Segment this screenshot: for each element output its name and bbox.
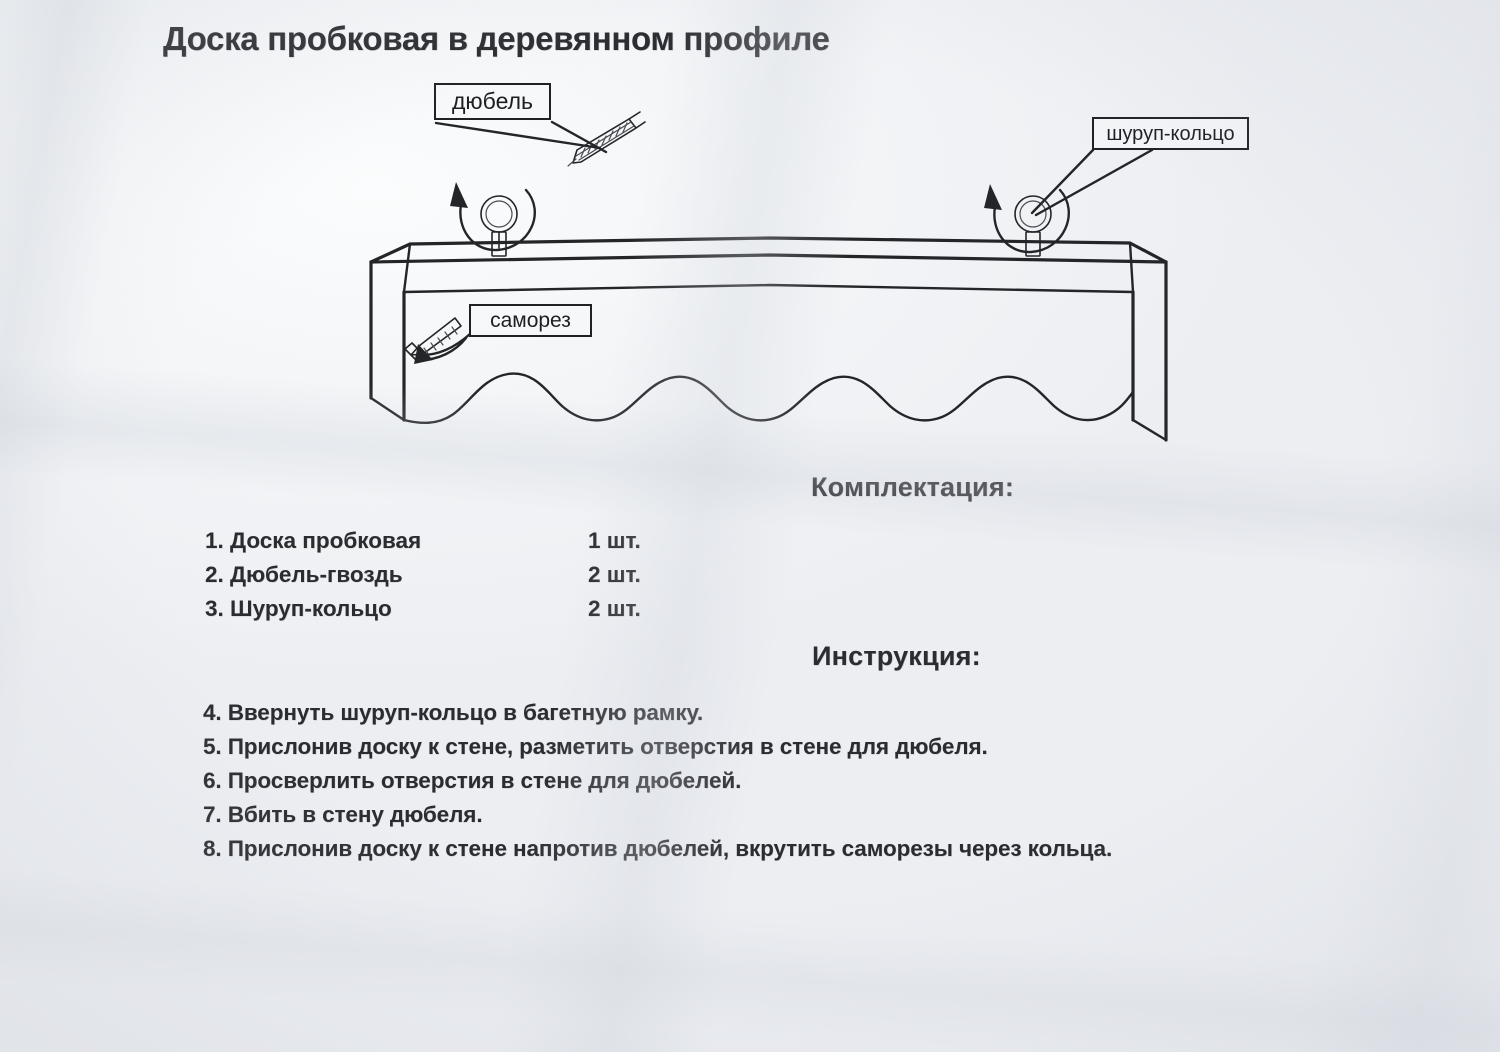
kit-list-item: 2. Дюбель-гвоздь 2 шт. [205, 562, 725, 596]
callout-label-dyubel: дюбель [434, 83, 551, 120]
eye-screw-ring-right [984, 184, 1070, 257]
instruction-step: 8. Прислонив доску к стене напротив дюбе… [203, 836, 1113, 861]
instruction-step: 4. Ввернуть шуруп-кольцо в багетную рамк… [203, 700, 704, 725]
kit-item-qty: 1 шт. [588, 528, 641, 553]
kit-item-name: 2. Дюбель-гвоздь [205, 562, 403, 587]
callout-label-shurup-koltso: шуруп-кольцо [1092, 117, 1249, 150]
instruction-step: 6. Просверлить отверстия в стене для дюб… [203, 768, 742, 793]
cork-board-in-wooden-frame [369, 236, 1168, 442]
callout-label-samorez: саморез [469, 304, 592, 337]
kit-item-name: 1. Доска пробковая [205, 528, 422, 553]
kit-item-name: 3. Шуруп-кольцо [205, 596, 392, 621]
kit-heading: Комплектация: [811, 472, 1015, 502]
kit-item-qty: 2 шт. [588, 562, 641, 587]
kit-item-qty: 2 шт. [588, 596, 641, 621]
eye-screw-ring-left [450, 182, 536, 257]
kit-list: 1. Доска пробковая 1 шт. 2. Дюбель-гвозд… [205, 528, 725, 630]
dowel-illustration [434, 111, 646, 167]
kit-list-item: 3. Шуруп-кольцо 2 шт. [205, 596, 725, 630]
instructions-heading: Инструкция: [812, 641, 981, 671]
screw-illustration [404, 317, 472, 364]
instruction-step: 7. Вбить в стену дюбеля. [203, 802, 483, 827]
shurup-leader-lines [1030, 148, 1154, 217]
page-title: Доска пробковая в деревянном профиле [163, 20, 830, 57]
kit-list-item: 1. Доска пробковая 1 шт. [205, 528, 725, 562]
instructions-list: 4. Ввернуть шуруп-кольцо в багетную рамк… [203, 700, 1323, 870]
instruction-step: 5. Прислонив доску к стене, разметить от… [203, 734, 988, 759]
